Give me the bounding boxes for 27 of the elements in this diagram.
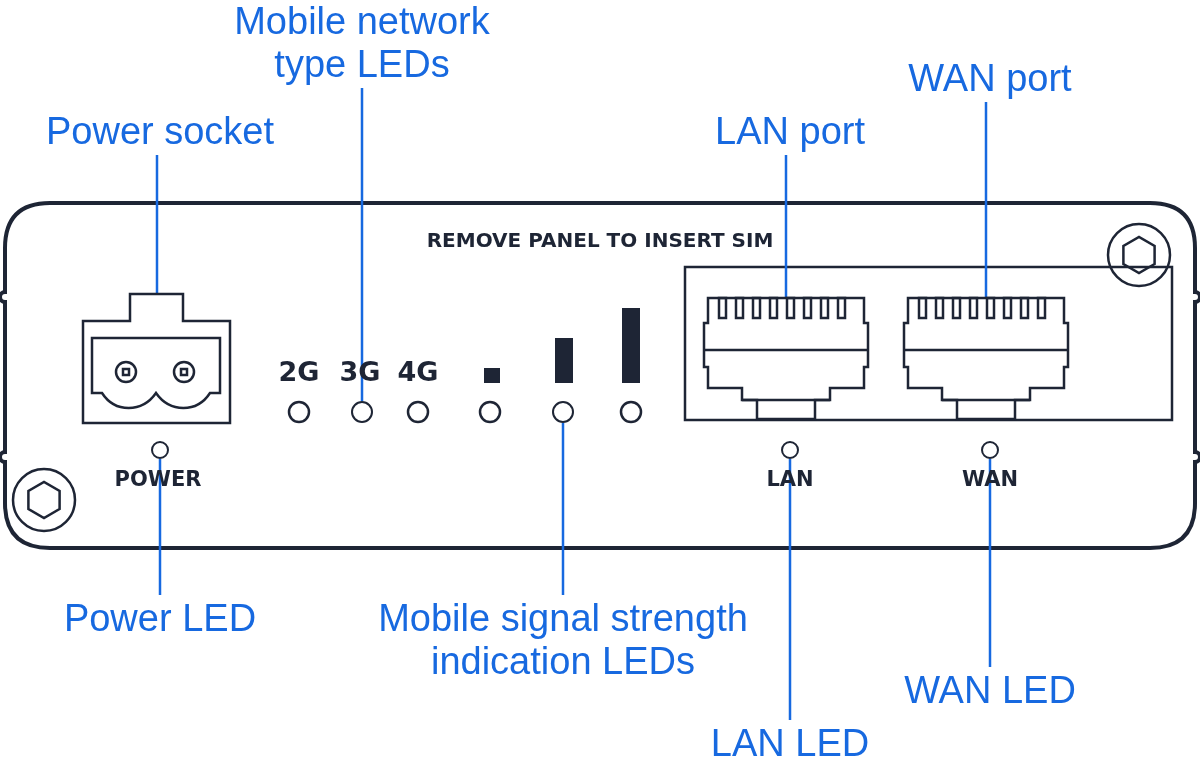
led-indicator — [781, 441, 799, 459]
callout-label: WAN port — [908, 57, 1072, 100]
panel-note: REMOVE PANEL TO INSERT SIM — [426, 228, 774, 252]
leader-line — [784, 155, 788, 297]
led-indicator — [151, 441, 169, 459]
leader-line — [360, 88, 364, 401]
callout-label: LAN port — [715, 110, 865, 153]
ethernet-port-drawing — [902, 297, 1070, 420]
callout-label: Power socket — [45, 110, 275, 153]
leader-line — [158, 459, 162, 595]
leader-line — [155, 155, 159, 293]
led-indicator — [552, 401, 574, 423]
callout-label: LAN LED — [710, 722, 870, 764]
callout-label: Power LED — [63, 597, 257, 640]
callout-label: Mobile signal strength indication LEDs — [377, 597, 749, 683]
leader-line — [988, 459, 992, 667]
panel-label: 4G — [397, 356, 439, 387]
led-indicator — [981, 441, 999, 459]
callout-label: Mobile network type LEDs — [233, 0, 491, 86]
panel-label: 2G — [278, 356, 320, 387]
power-socket-drawing — [82, 293, 232, 425]
ethernet-port-drawing — [702, 297, 870, 420]
leader-line — [788, 459, 792, 720]
leader-line — [561, 423, 565, 595]
callout-label: WAN LED — [904, 669, 1076, 712]
leader-line — [984, 102, 988, 297]
led-indicator — [351, 401, 373, 423]
